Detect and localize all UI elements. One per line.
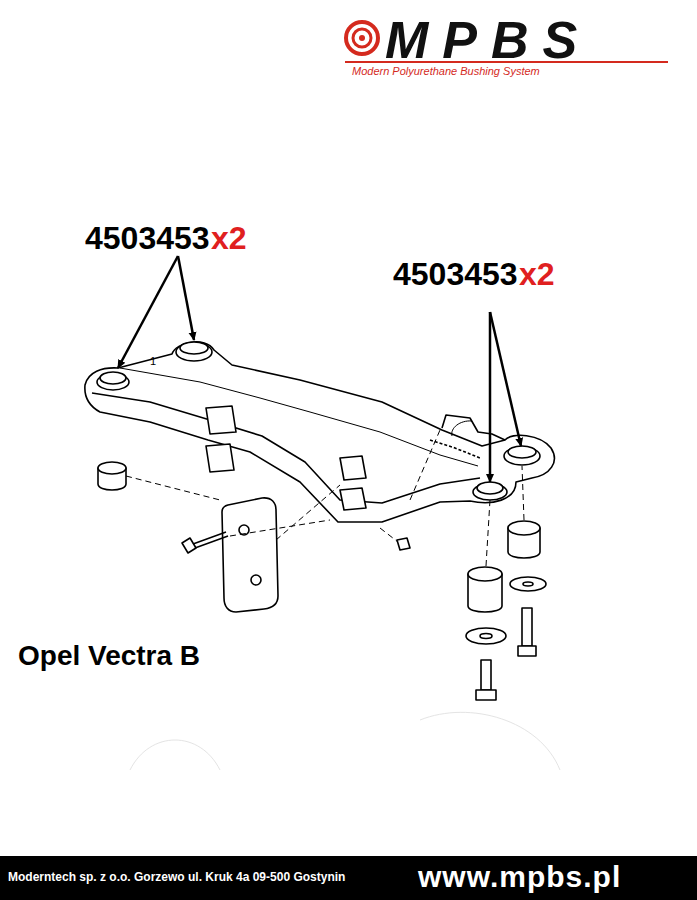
callout-number: 1 [150, 356, 156, 367]
model-name: Opel Vectra B [18, 642, 200, 670]
brand-logo: MPBS [385, 14, 591, 66]
website-url: www.mpbs.pl [418, 862, 621, 892]
quantity: x2 [519, 258, 555, 290]
faint-sketch [130, 712, 560, 770]
company-address: Moderntech sp. z o.o. Gorzewo ul. Kruk 4… [8, 871, 345, 883]
brand-tagline: Modern Polyurethane Bushing System [352, 66, 540, 77]
part-number: 4503453 [393, 258, 518, 290]
footer-bar [0, 856, 697, 900]
quantity: x2 [211, 222, 247, 254]
part-number: 4503453 [85, 222, 210, 254]
leader-arrows [118, 256, 521, 482]
